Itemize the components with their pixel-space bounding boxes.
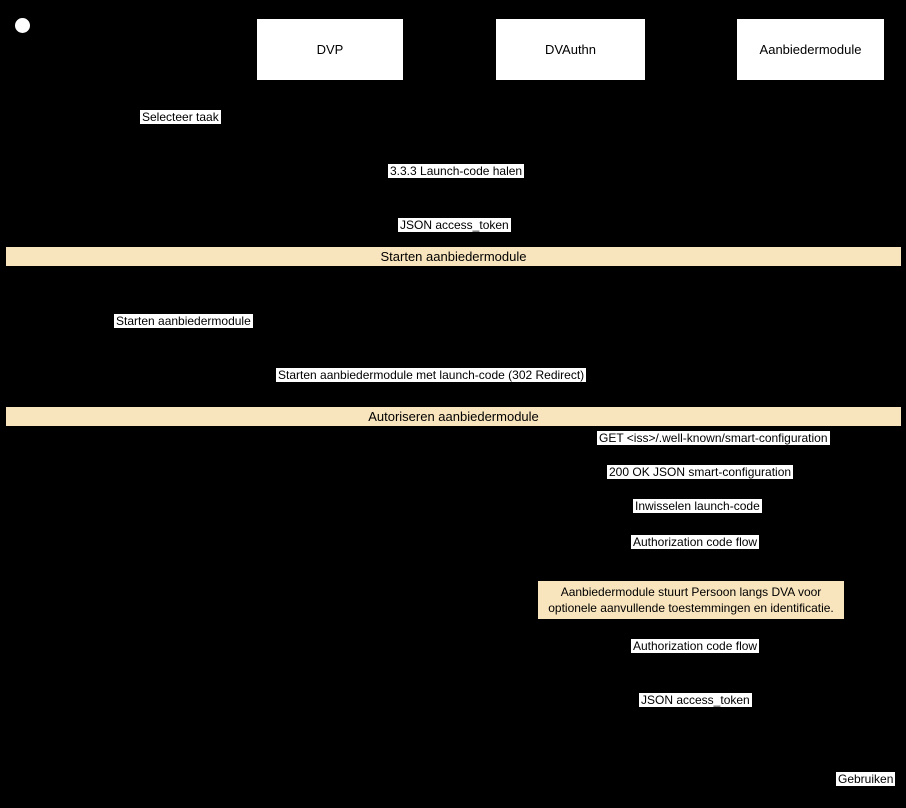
divider-label: Starten aanbiedermodule	[380, 249, 527, 264]
message-200-ok-smart-configuration: 200 OK JSON smart-configuration	[607, 465, 794, 479]
message-selecteer-taak: Selecteer taak	[140, 110, 221, 124]
message-authorization-code-flow-1: Authorization code flow	[631, 535, 760, 549]
actor-person-icon	[15, 18, 30, 33]
divider-label: Autoriseren aanbiedermodule	[368, 409, 539, 424]
participant-dvauthn: DVAuthn	[495, 18, 646, 81]
note-text: Aanbiedermodule stuurt Persoon langs DVA…	[548, 585, 834, 615]
message-get-smart-configuration: GET <iss>/.well-known/smart-configuratio…	[597, 431, 830, 445]
divider-starten-aanbiedermodule: Starten aanbiedermodule	[5, 246, 902, 267]
message-authorization-code-flow-2: Authorization code flow	[631, 639, 760, 653]
divider-autoriseren-aanbiedermodule: Autoriseren aanbiedermodule	[5, 406, 902, 427]
message-launch-code-halen: 3.3.3 Launch-code halen	[388, 164, 525, 178]
participant-label: DVP	[316, 42, 344, 57]
participant-aanbiedermodule: Aanbiedermodule	[736, 18, 885, 81]
message-json-access-token-1: JSON access_token	[398, 218, 511, 232]
note-aanbiedermodule-dva: Aanbiedermodule stuurt Persoon langs DVA…	[537, 580, 845, 620]
participant-label: DVAuthn	[544, 42, 597, 57]
message-starten-aanbiedermodule: Starten aanbiedermodule	[114, 314, 253, 328]
participant-dvp: DVP	[256, 18, 404, 81]
message-gebruiken: Gebruiken	[836, 772, 896, 786]
participant-label: Aanbiedermodule	[759, 42, 862, 57]
message-json-access-token-2: JSON access_token	[639, 693, 752, 707]
message-inwisselen-launch-code: Inwisselen launch-code	[633, 499, 762, 513]
message-starten-met-launch-code: Starten aanbiedermodule met launch-code …	[276, 368, 587, 382]
